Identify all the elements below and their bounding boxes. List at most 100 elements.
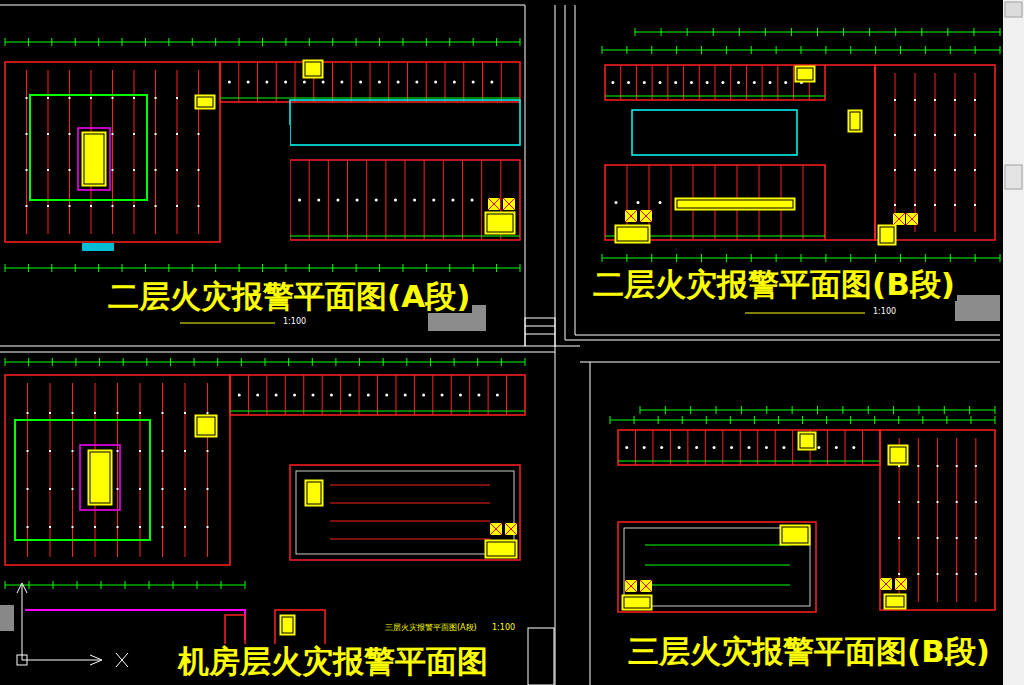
- detector: [49, 450, 51, 452]
- dimension-tick: [262, 38, 263, 46]
- dimension-tick: [5, 38, 6, 46]
- dimension-tick: [356, 38, 357, 46]
- wall: [482, 62, 483, 102]
- alarm-wiring: [645, 565, 790, 566]
- equipment-symbol: [780, 525, 810, 545]
- equipment-symbol: [305, 480, 323, 506]
- dimension-tick: [520, 264, 521, 272]
- wall: [225, 615, 245, 645]
- wall: [290, 160, 520, 240]
- smoke-detector: [496, 394, 499, 397]
- smoke-detector: [228, 81, 231, 84]
- detector: [198, 133, 200, 135]
- smoke-detector: [627, 81, 630, 84]
- wall: [290, 465, 520, 560]
- smoke-detector: [434, 81, 437, 84]
- dimension-tick: [262, 264, 263, 272]
- detector: [26, 133, 28, 135]
- dimension-tick: [5, 358, 6, 366]
- dimension-tick: [5, 264, 6, 272]
- detector: [69, 97, 71, 99]
- detector: [917, 537, 919, 539]
- dimension-tick: [651, 254, 652, 262]
- wall: [230, 375, 525, 415]
- dimension-tick: [950, 46, 951, 54]
- detector: [207, 488, 209, 490]
- detector: [956, 537, 958, 539]
- stair-symbol: [503, 198, 515, 210]
- dimension-tick: [626, 254, 627, 262]
- smoke-detector: [330, 394, 333, 397]
- dimension-tick: [754, 416, 755, 424]
- smoke-detector: [753, 81, 756, 84]
- wall: [777, 65, 778, 100]
- stair-symbol: [488, 198, 500, 210]
- detector: [894, 204, 896, 206]
- smoke-detector: [721, 81, 724, 84]
- wall: [328, 160, 329, 240]
- detector: [112, 169, 114, 171]
- dimension-tick: [651, 46, 652, 54]
- smoke-detector: [782, 446, 785, 449]
- equipment-symbol: [615, 225, 650, 243]
- alarm-wiring: [975, 73, 976, 232]
- dimension-tick: [359, 358, 360, 366]
- detector: [72, 450, 74, 452]
- smoke-detector: [397, 81, 400, 84]
- smoke-detector: [459, 394, 462, 397]
- dimension-tick: [312, 358, 313, 366]
- dimension-tick: [825, 254, 826, 262]
- alarm-wiring: [177, 70, 178, 234]
- courtyard-outline: [290, 100, 520, 145]
- detector: [112, 97, 114, 99]
- wall: [620, 65, 621, 100]
- detector: [26, 169, 28, 171]
- detector: [69, 205, 71, 207]
- equipment-symbol: [303, 60, 323, 78]
- smoke-detector: [284, 81, 287, 84]
- smoke-detector: [659, 81, 662, 84]
- wall: [740, 430, 741, 465]
- wall: [462, 160, 463, 240]
- detector: [184, 412, 186, 414]
- dimension-tick: [640, 406, 641, 414]
- dimension-tick: [635, 28, 636, 36]
- detector: [69, 133, 71, 135]
- smoke-detector: [293, 394, 296, 397]
- wall: [845, 430, 846, 465]
- detector: [917, 465, 919, 467]
- wall: [257, 62, 258, 102]
- alarm-wiring: [605, 96, 825, 97]
- detector: [937, 573, 939, 575]
- dimension-tick: [473, 38, 474, 46]
- alarm-wiring: [140, 383, 141, 557]
- smoke-detector: [784, 81, 787, 84]
- detector: [112, 133, 114, 135]
- smoke-detector: [737, 81, 740, 84]
- wall: [793, 65, 794, 100]
- smoke-detector: [713, 446, 716, 449]
- wall: [377, 375, 378, 415]
- detector: [27, 450, 29, 452]
- dimension-tick: [610, 416, 611, 424]
- dimension-tick: [850, 416, 851, 424]
- wall: [424, 160, 425, 240]
- detector: [914, 204, 916, 206]
- dimension-tick: [215, 264, 216, 272]
- dimension-tick: [520, 38, 521, 46]
- dimension-tick: [766, 406, 767, 414]
- wall: [699, 65, 700, 100]
- dimension-tick: [690, 406, 691, 414]
- wall: [792, 430, 793, 465]
- detector: [184, 488, 186, 490]
- dimension-tick: [496, 264, 497, 272]
- dimension-tick: [332, 38, 333, 46]
- alarm-wiring: [895, 73, 896, 232]
- wall: [395, 375, 396, 415]
- detector: [176, 97, 178, 99]
- detector: [975, 465, 977, 467]
- equipment-symbol: [622, 595, 652, 610]
- detector: [155, 133, 157, 135]
- detector: [176, 133, 178, 135]
- wall: [501, 62, 502, 102]
